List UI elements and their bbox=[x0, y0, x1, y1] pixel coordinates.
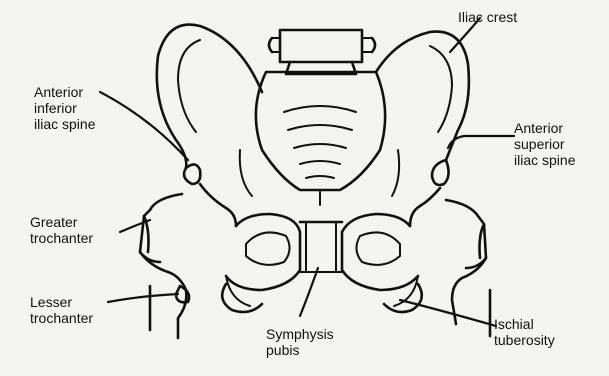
label-gt-line-2: trochanter bbox=[30, 230, 93, 246]
leader-greater-trochanter bbox=[120, 220, 150, 232]
left-femur bbox=[140, 194, 189, 338]
label-anterior-superior-iliac-spine: Anterior superior iliac spine bbox=[514, 120, 575, 168]
leader-anterior-inferior-iliac-spine bbox=[100, 92, 188, 160]
label-iliac-crest: Iliac crest bbox=[458, 9, 517, 25]
right-femur bbox=[446, 200, 490, 336]
label-ischial-tuberosity: Ischial tuberosity bbox=[494, 316, 555, 348]
leader-lesser-trochanter bbox=[108, 294, 178, 302]
leader-lines bbox=[100, 18, 514, 326]
label-aiis-line-2: inferior bbox=[34, 100, 95, 116]
label-aiis-line-1: Anterior bbox=[34, 84, 95, 100]
leader-anterior-superior-iliac-spine bbox=[448, 136, 514, 148]
label-sp-line-1: Symphysis bbox=[266, 326, 334, 342]
label-iliac-crest-text: Iliac crest bbox=[458, 9, 517, 25]
label-aiis-line-3: iliac spine bbox=[34, 116, 95, 132]
label-it-line-1: Ischial bbox=[494, 316, 555, 332]
label-symphysis-pubis: Symphysis pubis bbox=[266, 326, 334, 358]
label-lt-line-1: Lesser bbox=[30, 294, 93, 310]
label-lesser-trochanter: Lesser trochanter bbox=[30, 294, 93, 326]
leader-ischial-tuberosity bbox=[400, 300, 496, 326]
leader-symphysis-pubis bbox=[300, 268, 318, 316]
label-sp-line-2: pubis bbox=[266, 342, 334, 358]
label-anterior-inferior-iliac-spine: Anterior inferior iliac spine bbox=[34, 84, 95, 132]
pubic-region bbox=[226, 214, 418, 306]
label-it-line-2: tuberosity bbox=[494, 332, 555, 348]
label-asis-line-2: superior bbox=[514, 136, 575, 152]
label-gt-line-1: Greater bbox=[30, 214, 93, 230]
label-asis-line-3: iliac spine bbox=[514, 152, 575, 168]
label-greater-trochanter: Greater trochanter bbox=[30, 214, 93, 246]
label-asis-line-1: Anterior bbox=[514, 120, 575, 136]
right-ilium bbox=[376, 32, 469, 226]
sacrum bbox=[256, 30, 385, 205]
label-lt-line-2: trochanter bbox=[30, 310, 93, 326]
